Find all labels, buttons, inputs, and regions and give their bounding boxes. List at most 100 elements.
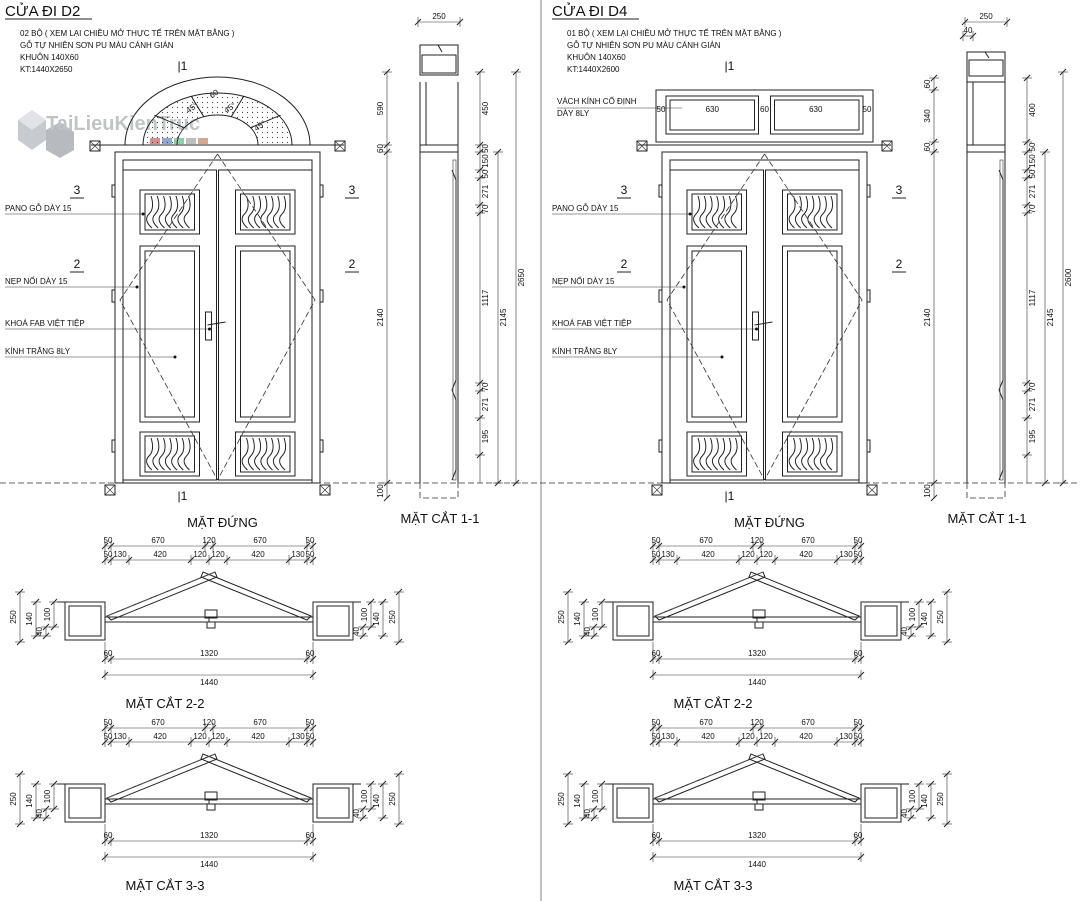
wood-grain	[146, 195, 191, 229]
transom-glass-left	[669, 99, 755, 131]
callout-dot-0	[688, 212, 692, 216]
dim-label: 250	[936, 792, 945, 806]
transom-frame	[655, 89, 874, 143]
grain-stroke	[801, 195, 809, 229]
bottom-wood-panel-inner	[691, 435, 742, 473]
left-jamb-inner	[68, 787, 102, 819]
dim-label: 250	[557, 610, 566, 624]
dim-label: 40	[900, 627, 909, 636]
dim-label: 130	[291, 550, 305, 559]
section-marker-bottom: |1	[725, 489, 735, 503]
glass-pane	[144, 250, 195, 418]
dim-label: 271	[481, 397, 490, 411]
callout-dot-2	[755, 327, 758, 331]
floor-box-1	[866, 484, 878, 496]
dim-label: 40	[583, 809, 592, 818]
grain-stroke	[177, 437, 185, 471]
dim-label: 60	[923, 79, 932, 88]
dim-label: 670	[253, 536, 267, 545]
transom-glass-left-frame	[665, 95, 759, 135]
section-marker: 2	[349, 257, 356, 271]
swing-line-right	[217, 153, 316, 481]
swing-line-right	[764, 153, 863, 481]
frame-end-x	[89, 140, 101, 152]
spec-note-1: GỖ TỰ NHIÊN SƠN PU MÀU CÁNH GIÁN	[20, 41, 174, 50]
door-title: CỬA ĐI D4	[552, 2, 627, 20]
grain-stroke	[819, 437, 827, 471]
dim-label: 670	[801, 718, 815, 727]
elevation-label: MẶT ĐỨNG	[734, 515, 805, 530]
section-marker: 2	[896, 257, 903, 271]
transom-dim-label: 50	[657, 105, 666, 114]
right-jamb	[312, 601, 354, 641]
wood-grain	[693, 195, 738, 229]
left-leaf-closed	[652, 798, 758, 805]
transom-dim-label: 630	[706, 105, 720, 114]
callout-label-1: NẸP NỐI DÀY 15	[5, 276, 68, 286]
glass-pane	[787, 250, 838, 418]
section-leaf	[998, 169, 1004, 481]
right-jamb-inner	[316, 605, 350, 637]
spec-note-1: GỖ TỰ NHIÊN SƠN PU MÀU CÁNH GIÁN	[567, 41, 721, 50]
dim-label: 140	[920, 612, 929, 626]
left-leaf-closed	[104, 616, 210, 623]
dim-label: 40	[352, 627, 361, 636]
callout-label-2: KHOÁ FAB VIỆT TIỆP	[552, 319, 632, 328]
dim-label: 1320	[748, 831, 766, 840]
grain-stroke	[813, 195, 821, 229]
dim-label: 120	[741, 550, 755, 559]
lock-handle	[754, 321, 773, 326]
grain-stroke	[146, 195, 154, 229]
dim-label: 150	[1028, 154, 1037, 168]
dim-label: 70	[1028, 204, 1037, 213]
grain-stroke	[718, 437, 726, 471]
callout-label-3: KÍNH TRẮNG 8LY	[552, 347, 618, 356]
dim-label: 1320	[200, 649, 218, 658]
door-leaf-right	[765, 169, 860, 481]
grain-stroke	[164, 195, 172, 229]
grain-stroke	[260, 195, 268, 229]
door-leaf-left	[122, 169, 217, 481]
dim-label: 670	[151, 536, 165, 545]
callout-label-0: PANO GỖ DÀY 15	[5, 204, 72, 213]
floor-box-x	[651, 484, 663, 496]
floor-box-0	[651, 484, 663, 496]
dim-label: 140	[372, 794, 381, 808]
dim-label: 60	[104, 831, 113, 840]
section-head-inner	[421, 54, 457, 74]
right-jamb	[312, 783, 354, 823]
dim-label: 60	[652, 831, 661, 840]
dim-label: 130	[839, 550, 853, 559]
section-marker-top: |1	[178, 59, 188, 73]
dim-tick	[930, 494, 938, 502]
top-wood-panel	[139, 189, 200, 235]
dim-label: 50	[1028, 142, 1037, 151]
frame-end-x	[636, 140, 648, 152]
callout-dot-1	[135, 285, 139, 289]
grain-stroke	[254, 437, 262, 471]
dim-label: 50	[306, 536, 315, 545]
left-jamb	[64, 783, 106, 823]
grain-stroke	[241, 195, 249, 229]
dim-label: 40	[352, 809, 361, 818]
section-marker: 3	[896, 183, 903, 197]
grain-stroke	[826, 195, 834, 229]
bottom-wood-panel	[782, 431, 843, 477]
top-wood-panel-inner	[144, 193, 195, 231]
grain-stroke	[724, 195, 732, 229]
grain-stroke	[711, 195, 719, 229]
right-jamb	[860, 783, 902, 823]
dim-label: 130	[661, 732, 675, 741]
dim-label: 50	[652, 718, 661, 727]
grain-stroke	[164, 437, 172, 471]
dim-label: 50	[306, 550, 315, 559]
swing-arc	[106, 753, 216, 799]
dim-label: 40	[964, 26, 973, 35]
top-wood-panel	[782, 189, 843, 235]
lock-box	[204, 791, 218, 801]
dim-label: 1440	[748, 860, 766, 869]
grain-stroke	[699, 195, 707, 229]
floor-box-0	[104, 484, 116, 496]
